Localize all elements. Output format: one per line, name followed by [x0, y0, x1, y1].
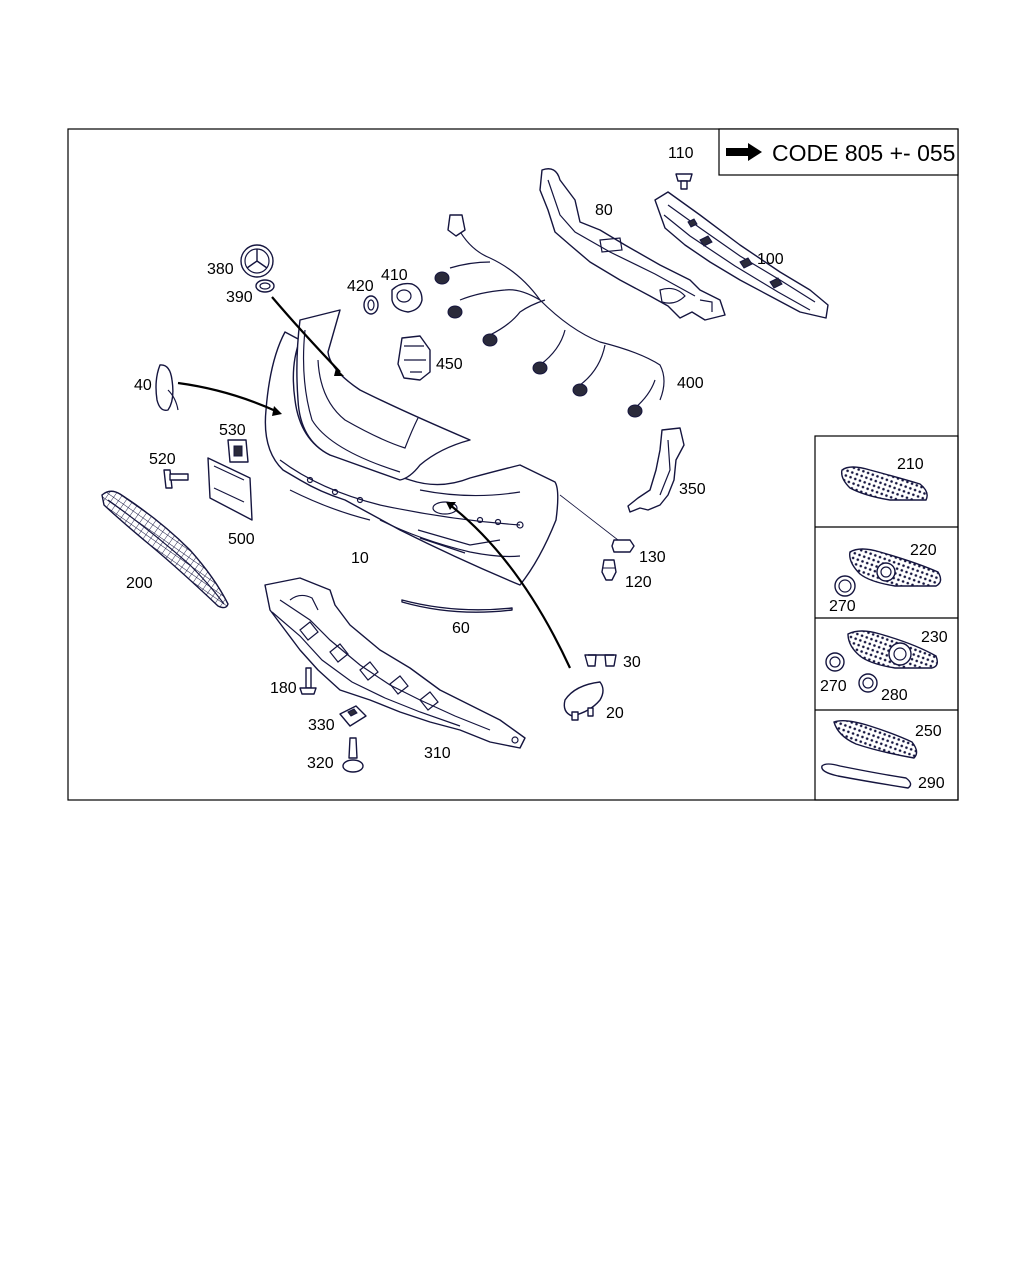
label-10: 10 [351, 550, 369, 567]
ring-part-390 [255, 279, 275, 293]
grille-part-220 [849, 548, 942, 587]
label-230: 230 [921, 629, 948, 646]
label-280: 280 [881, 687, 908, 704]
label-180: 180 [270, 680, 297, 697]
screw-part-320 [342, 737, 364, 773]
legend-arrow-icon [726, 143, 762, 161]
emblem-part-380 [240, 244, 274, 278]
tow-cover-part-20 [563, 681, 604, 721]
clip-part-120 [601, 559, 617, 581]
screw-part-110 [675, 173, 693, 190]
ring-part-280 [858, 673, 878, 693]
cover-plate-part-40 [155, 364, 179, 411]
label-450: 450 [436, 356, 463, 373]
label-60: 60 [452, 620, 470, 637]
label-130: 130 [639, 549, 666, 566]
label-30: 30 [623, 654, 641, 671]
label-120: 120 [625, 574, 652, 591]
legend-code-text: CODE 805 +- 055 [772, 140, 955, 166]
grille-part-200 [101, 490, 229, 609]
label-250: 250 [915, 723, 942, 740]
diagram-frame [67, 128, 959, 801]
bumper-cover-part-10 [264, 309, 559, 586]
ring-part-270-a [834, 575, 856, 597]
label-410: 410 [381, 267, 408, 284]
label-330: 330 [308, 717, 335, 734]
screw-part-520 [163, 469, 189, 489]
label-530: 530 [219, 422, 246, 439]
label-110: 110 [668, 145, 694, 162]
clip-nut-part-330 [339, 705, 367, 727]
trim-strip-part-60 [401, 599, 513, 613]
plate-base-part-500 [207, 457, 253, 521]
pointer-arrow-40 [177, 381, 279, 414]
underbody-panel-part-310 [264, 577, 526, 749]
label-80: 80 [595, 202, 613, 219]
label-520: 520 [149, 451, 176, 468]
sensor-part-130 [559, 494, 635, 553]
label-380: 380 [207, 261, 234, 278]
label-400: 400 [677, 375, 704, 392]
grille-part-210 [840, 466, 928, 501]
label-390: 390 [226, 289, 253, 306]
holder-part-450 [397, 335, 431, 381]
label-320: 320 [307, 755, 334, 772]
label-20: 20 [606, 705, 624, 722]
label-290: 290 [918, 775, 945, 792]
label-500: 500 [228, 531, 255, 548]
label-310: 310 [424, 745, 451, 762]
mounting-bracket-part-80 [539, 168, 726, 321]
bolt-part-180 [299, 667, 317, 695]
label-100: 100 [757, 251, 784, 268]
label-270-b: 270 [820, 678, 847, 695]
bracket-part-30 [584, 654, 617, 667]
label-40: 40 [134, 377, 152, 394]
absorber-part-100 [654, 191, 829, 319]
code-legend: CODE 805 +- 055 [718, 128, 959, 176]
pointer-arrow-390 [271, 296, 341, 373]
trim-part-290 [821, 763, 912, 789]
label-210: 210 [897, 456, 924, 473]
label-270-a: 270 [829, 598, 856, 615]
side-bracket-part-350 [627, 427, 685, 513]
arrow-head-icon [334, 368, 344, 376]
grille-part-230 [847, 630, 939, 669]
label-420: 420 [347, 278, 374, 295]
arrow-head-icon [272, 406, 282, 416]
clip-part-530 [227, 439, 249, 463]
ring-part-270-b [825, 652, 845, 672]
ring-part-420 [363, 295, 379, 315]
label-200: 200 [126, 575, 153, 592]
label-350: 350 [679, 481, 706, 498]
sensor-part-410 [391, 282, 423, 313]
label-220: 220 [910, 542, 937, 559]
wiring-harness-part-400 [434, 214, 665, 418]
arrow-head-icon [446, 502, 456, 510]
grille-part-250 [833, 719, 918, 759]
variant-boxes [814, 435, 959, 801]
part-labels: 10 20 30 40 60 80 100 110 120 130 180 20… [126, 145, 948, 792]
pointer-arrow-20 [449, 504, 571, 669]
